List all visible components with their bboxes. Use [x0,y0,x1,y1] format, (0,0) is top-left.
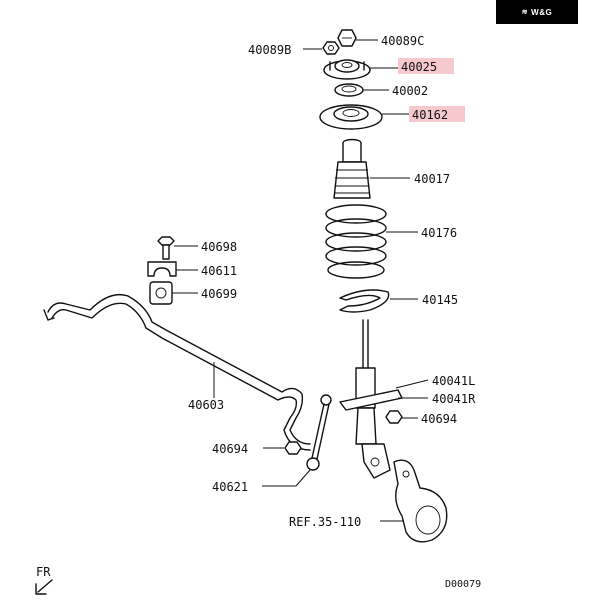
label-40025: 40025 [401,60,437,74]
label-40162: 40162 [412,108,448,122]
label-40699: 40699 [201,287,237,301]
strut-insulator-40025[interactable] [323,59,371,80]
label-40089b: 40089B [248,43,291,57]
label-40603: 40603 [188,398,224,412]
nut-40089b[interactable] [322,41,340,55]
brand-name: W&G [531,7,553,17]
knuckle-ref-35-110[interactable] [393,459,448,543]
label-40089c: 40089C [381,34,424,48]
stabilizer-link-40621[interactable] [306,394,332,471]
fr-label: FR [36,565,51,579]
label-40041r: 40041R [432,392,476,406]
leader-40621-d [295,469,311,487]
label-40002: 40002 [392,84,428,98]
leader-40041l [395,379,429,389]
label-40041l: 40041L [432,374,475,388]
label-40017: 40017 [414,172,450,186]
spring-seat-40162[interactable] [319,104,383,130]
coil-spring-40176[interactable] [325,204,387,279]
bolt-40698[interactable] [157,236,175,260]
nut-40694-right[interactable] [385,410,403,424]
bracket-40611[interactable] [147,261,177,277]
label-40145: 40145 [422,293,458,307]
strut-assembly-40041[interactable] [339,319,403,479]
label-40694-right: 40694 [421,412,457,426]
label-40698: 40698 [201,240,237,254]
bearing-40002[interactable] [334,83,364,97]
bushing-40699[interactable] [149,281,173,305]
label-40611: 40611 [201,264,237,278]
nut-40089c[interactable] [337,29,357,47]
diagram-code: D00079 [445,579,481,590]
label-40621: 40621 [212,480,248,494]
highlight-40162 [409,106,465,122]
nut-40694-left[interactable] [284,441,302,455]
label-40176: 40176 [421,226,457,240]
brand-mark-icon: ≋ [521,9,529,16]
label-ref: REF.35-110 [289,515,361,529]
highlight-40025 [398,58,454,74]
spring-pad-40145[interactable] [339,289,390,313]
front-arrow-icon [35,579,53,595]
stabilizer-bar-40603[interactable] [43,293,311,451]
dust-boot-40017[interactable] [333,138,371,199]
label-40694-left: 40694 [212,442,248,456]
brand-logo: ≋ W&G [496,0,578,24]
